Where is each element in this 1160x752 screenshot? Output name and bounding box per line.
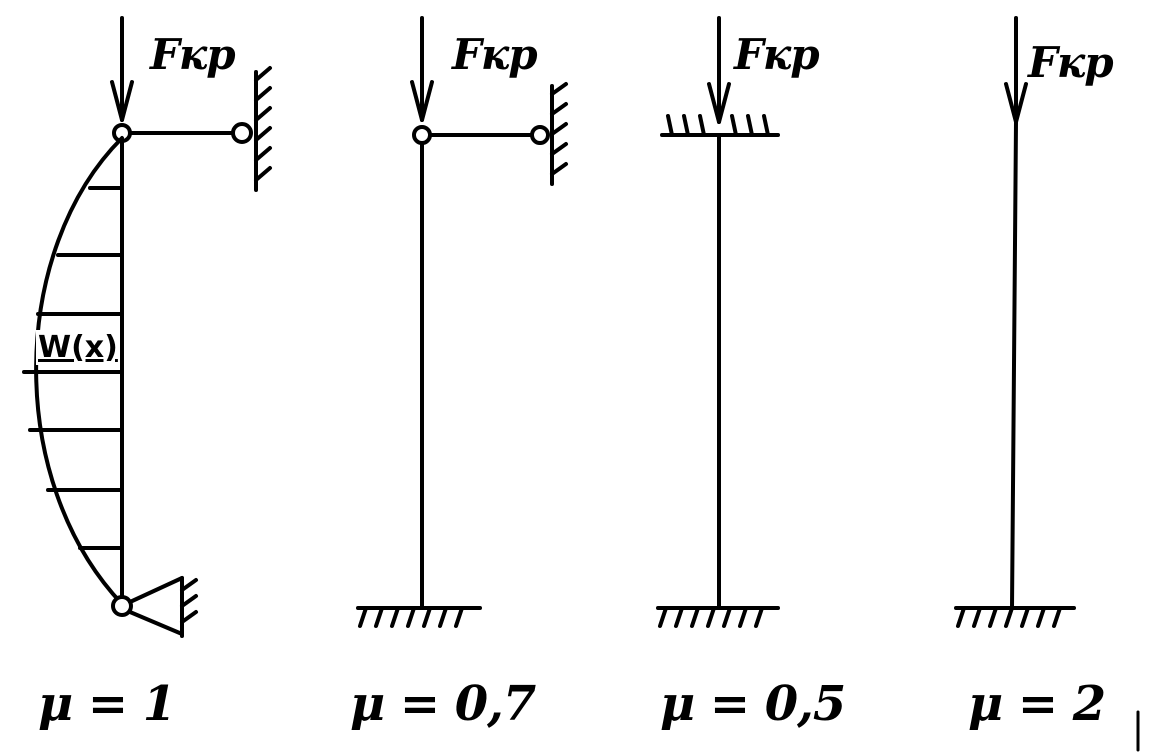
force-arrow-3 xyxy=(707,16,731,124)
deflection-label: W(x) xyxy=(36,330,120,365)
force-arrow-1 xyxy=(110,16,134,122)
coefficient-label-4: μ = 2 xyxy=(968,676,1106,732)
column-2 xyxy=(356,16,568,628)
force-label-3: Fкр xyxy=(734,30,820,79)
column-3 xyxy=(656,16,780,628)
coefficient-label-3: μ = 0,5 xyxy=(660,676,846,732)
force-label-1: Fкр xyxy=(150,30,236,79)
top-hinge-2 xyxy=(412,125,432,145)
fixed-base-4 xyxy=(954,606,1076,628)
column-4 xyxy=(954,16,1076,628)
fixed-base-3 xyxy=(656,606,780,628)
link-hinge-2 xyxy=(530,125,550,145)
force-arrow-2 xyxy=(410,16,434,122)
column-bar-4 xyxy=(1010,120,1018,610)
wall-support-1 xyxy=(254,66,272,192)
pin-support-1 xyxy=(111,576,198,638)
fixed-base-2 xyxy=(356,606,482,628)
coefficient-label-2: μ = 0,7 xyxy=(350,676,536,732)
coefficient-label-1: μ = 1 xyxy=(38,676,176,732)
force-label-4: Fкр xyxy=(1028,38,1114,87)
wall-support-2 xyxy=(550,82,568,186)
link-hinge-1 xyxy=(231,122,253,144)
column-1 xyxy=(22,16,272,638)
force-label-2: Fкр xyxy=(452,30,538,79)
fixed-top-3 xyxy=(660,114,780,137)
force-arrow-4 xyxy=(1004,16,1028,124)
deflection-hatching-1 xyxy=(22,186,124,550)
